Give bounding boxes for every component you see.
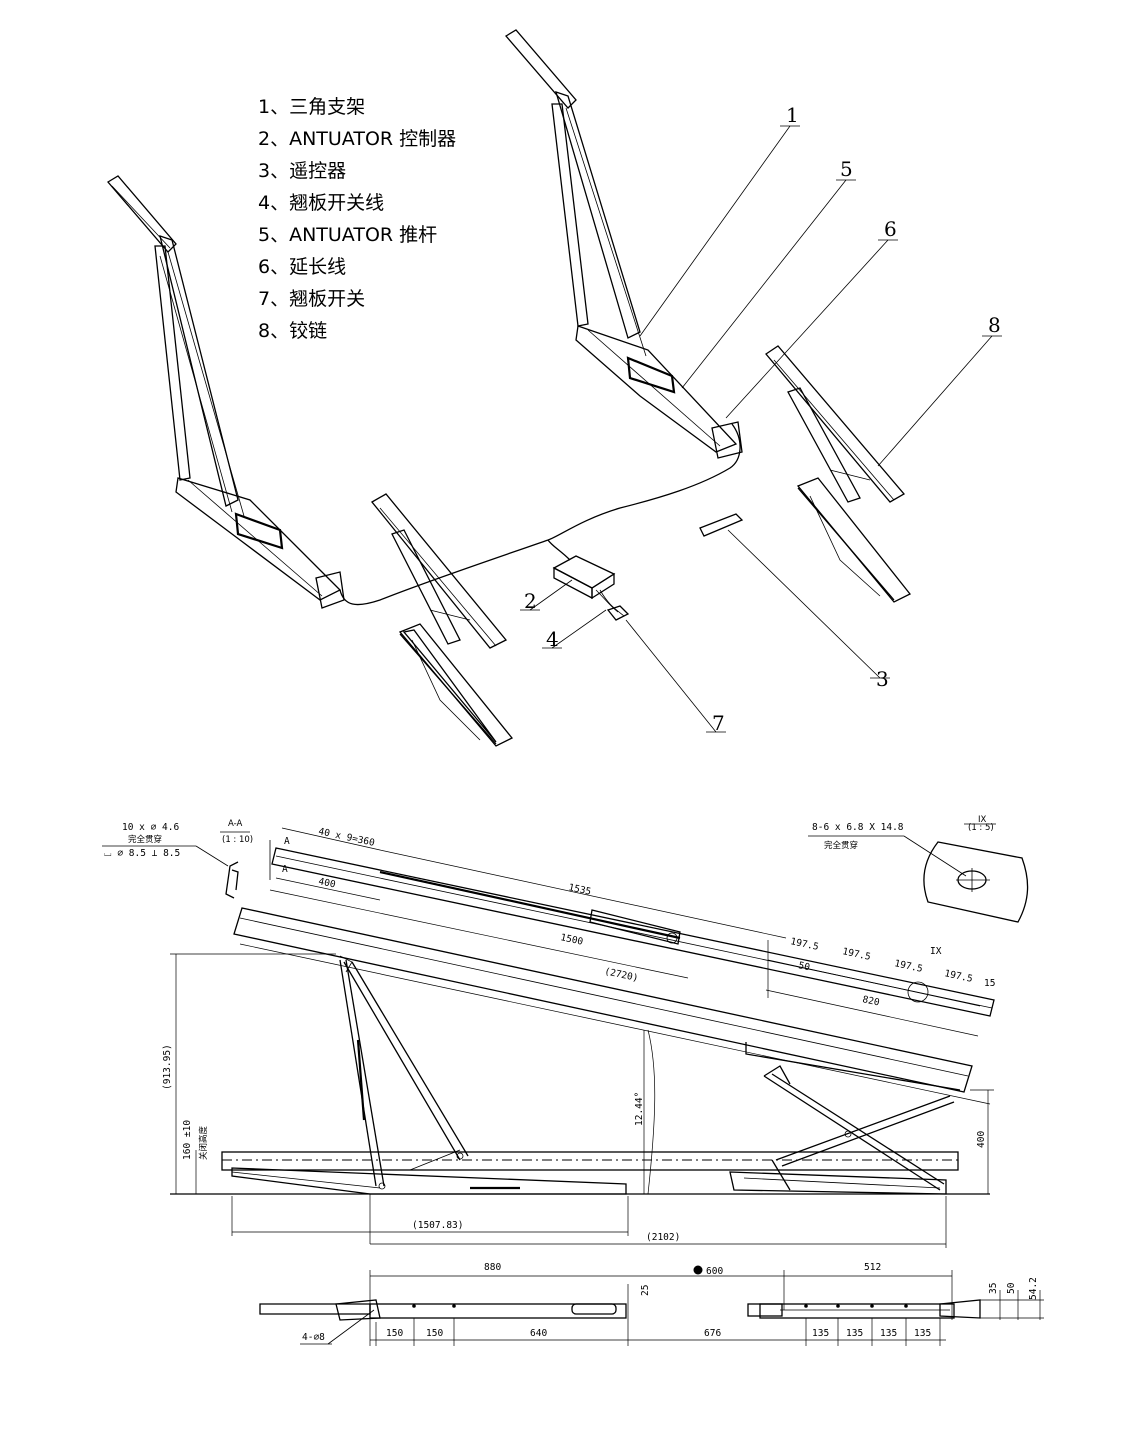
legend-item-7: 7、翘板开关 (258, 288, 366, 310)
legend-item-3: 3、遥控器 (258, 160, 347, 182)
left-triangle-bracket (107, 175, 345, 609)
rocker-switch (606, 605, 630, 621)
marker-a-bottom: A (282, 864, 288, 875)
callout-3: 3 (876, 667, 889, 691)
cables (339, 423, 741, 617)
dim-600: 600 (706, 1266, 723, 1277)
detail-ix-view (923, 841, 1029, 923)
dim-hole-spec: 4-⌀8 (302, 1332, 325, 1343)
right-hinge (765, 345, 912, 603)
section-aa-scale: (1 : 10) (222, 835, 253, 845)
dim-820: 820 (861, 994, 880, 1008)
detail-ix-label: IX (978, 815, 987, 825)
legend-item-5: 5、ANTUATOR 推杆 (258, 224, 438, 246)
legend-item-2: 2、ANTUATOR 控制器 (258, 128, 457, 150)
dim-1500: 1500 (559, 932, 584, 948)
dim-135-4: 135 (914, 1328, 931, 1339)
remote-control (699, 513, 744, 537)
section-aa-label: A-A (228, 819, 243, 829)
right-triangle-bracket (505, 29, 743, 459)
dim-1507: (1507.83) (412, 1220, 463, 1231)
dim-400-height: 400 (976, 1131, 987, 1148)
callout-7: 7 (712, 711, 725, 735)
closed-height-label: 关闭高度 (198, 1125, 209, 1160)
dim-640: 640 (530, 1328, 547, 1339)
section-notes: 10 x ⌀ 4.6 完全贯穿 ⌴ ⌀ 8.5 ⟂ 8.5 A-A (1 : 1… (102, 815, 996, 899)
dim-2102: (2102) (646, 1232, 680, 1243)
controller-box (552, 555, 616, 600)
dim-135-2: 135 (846, 1328, 863, 1339)
dim-197-3: 197.5 (893, 958, 923, 975)
side-dimensions (170, 953, 994, 1248)
holes-spec-2: 完全贯穿 (128, 834, 162, 845)
callout-8: 8 (988, 313, 1001, 337)
detail-ix-scale: (1 : 5) (968, 823, 994, 833)
dim-50-plan: 50 (1006, 1282, 1017, 1294)
dim-15: 15 (984, 978, 995, 989)
dim-512: 512 (864, 1262, 881, 1273)
dim-50-slot: 50 (797, 960, 811, 973)
dim-913: (913.95) (162, 1044, 173, 1090)
marker-a-top: A (284, 836, 290, 847)
dim-160: 160 ±10 (182, 1120, 193, 1160)
dim-197-4: 197.5 (943, 968, 973, 985)
parts-legend: 1、三角支架 2、ANTUATOR 控制器 3、遥控器 4、翘板开关线 5、AN… (258, 94, 456, 350)
holes-spec-1: 10 x ⌀ 4.6 (122, 822, 179, 833)
dim-angle: 12.44° (634, 1092, 645, 1126)
dim-150-2: 150 (426, 1328, 443, 1339)
slide-rail-top-view (239, 827, 995, 1105)
dim-197-1: 197.5 (789, 936, 819, 953)
lift-mechanism-right (763, 1065, 955, 1191)
callout-6: 6 (884, 217, 897, 241)
lift-mechanism-left (339, 959, 469, 1190)
plan-view (259, 1265, 1044, 1346)
dim-54: 54.2 (1028, 1277, 1039, 1300)
slot-spec: 8-6 x 6.8 X 14.8 (812, 822, 904, 833)
callout-leaders (520, 125, 1002, 733)
dim-1535: 1535 (567, 882, 592, 898)
dim-150-1: 150 (386, 1328, 403, 1339)
callout-5: 5 (840, 157, 853, 181)
legend-item-1: 1、三角支架 (258, 96, 366, 118)
callout-1: 1 (786, 103, 799, 127)
legend-item-6: 6、延长线 (258, 256, 347, 278)
dim-676: 676 (704, 1328, 721, 1339)
base-frame (170, 1149, 990, 1195)
dim-135-1: 135 (812, 1328, 829, 1339)
dim-135-3: 135 (880, 1328, 897, 1339)
legend-item-4: 4、翘板开关线 (258, 192, 385, 214)
holes-spec-3: ⌴ ⌀ 8.5 ⟂ 8.5 (104, 848, 180, 859)
callout-4: 4 (546, 627, 559, 651)
dim-400-top: 400 (317, 876, 336, 890)
legend-item-8: 8、铰链 (258, 320, 328, 342)
slot-through: 完全贯穿 (824, 840, 858, 851)
dim-2720: (2720) (603, 966, 639, 984)
bed-board-raised (233, 907, 973, 1093)
dim-197-2: 197.5 (841, 946, 871, 963)
callout-2: 2 (524, 589, 537, 613)
dim-35: 35 (988, 1283, 999, 1294)
dim-40x9: 40 x 9=360 (317, 826, 376, 849)
dim-880: 880 (484, 1262, 501, 1273)
center-hinge (371, 493, 514, 747)
dim-25: 25 (640, 1285, 651, 1296)
dim-ix-mark: IX (930, 946, 942, 957)
